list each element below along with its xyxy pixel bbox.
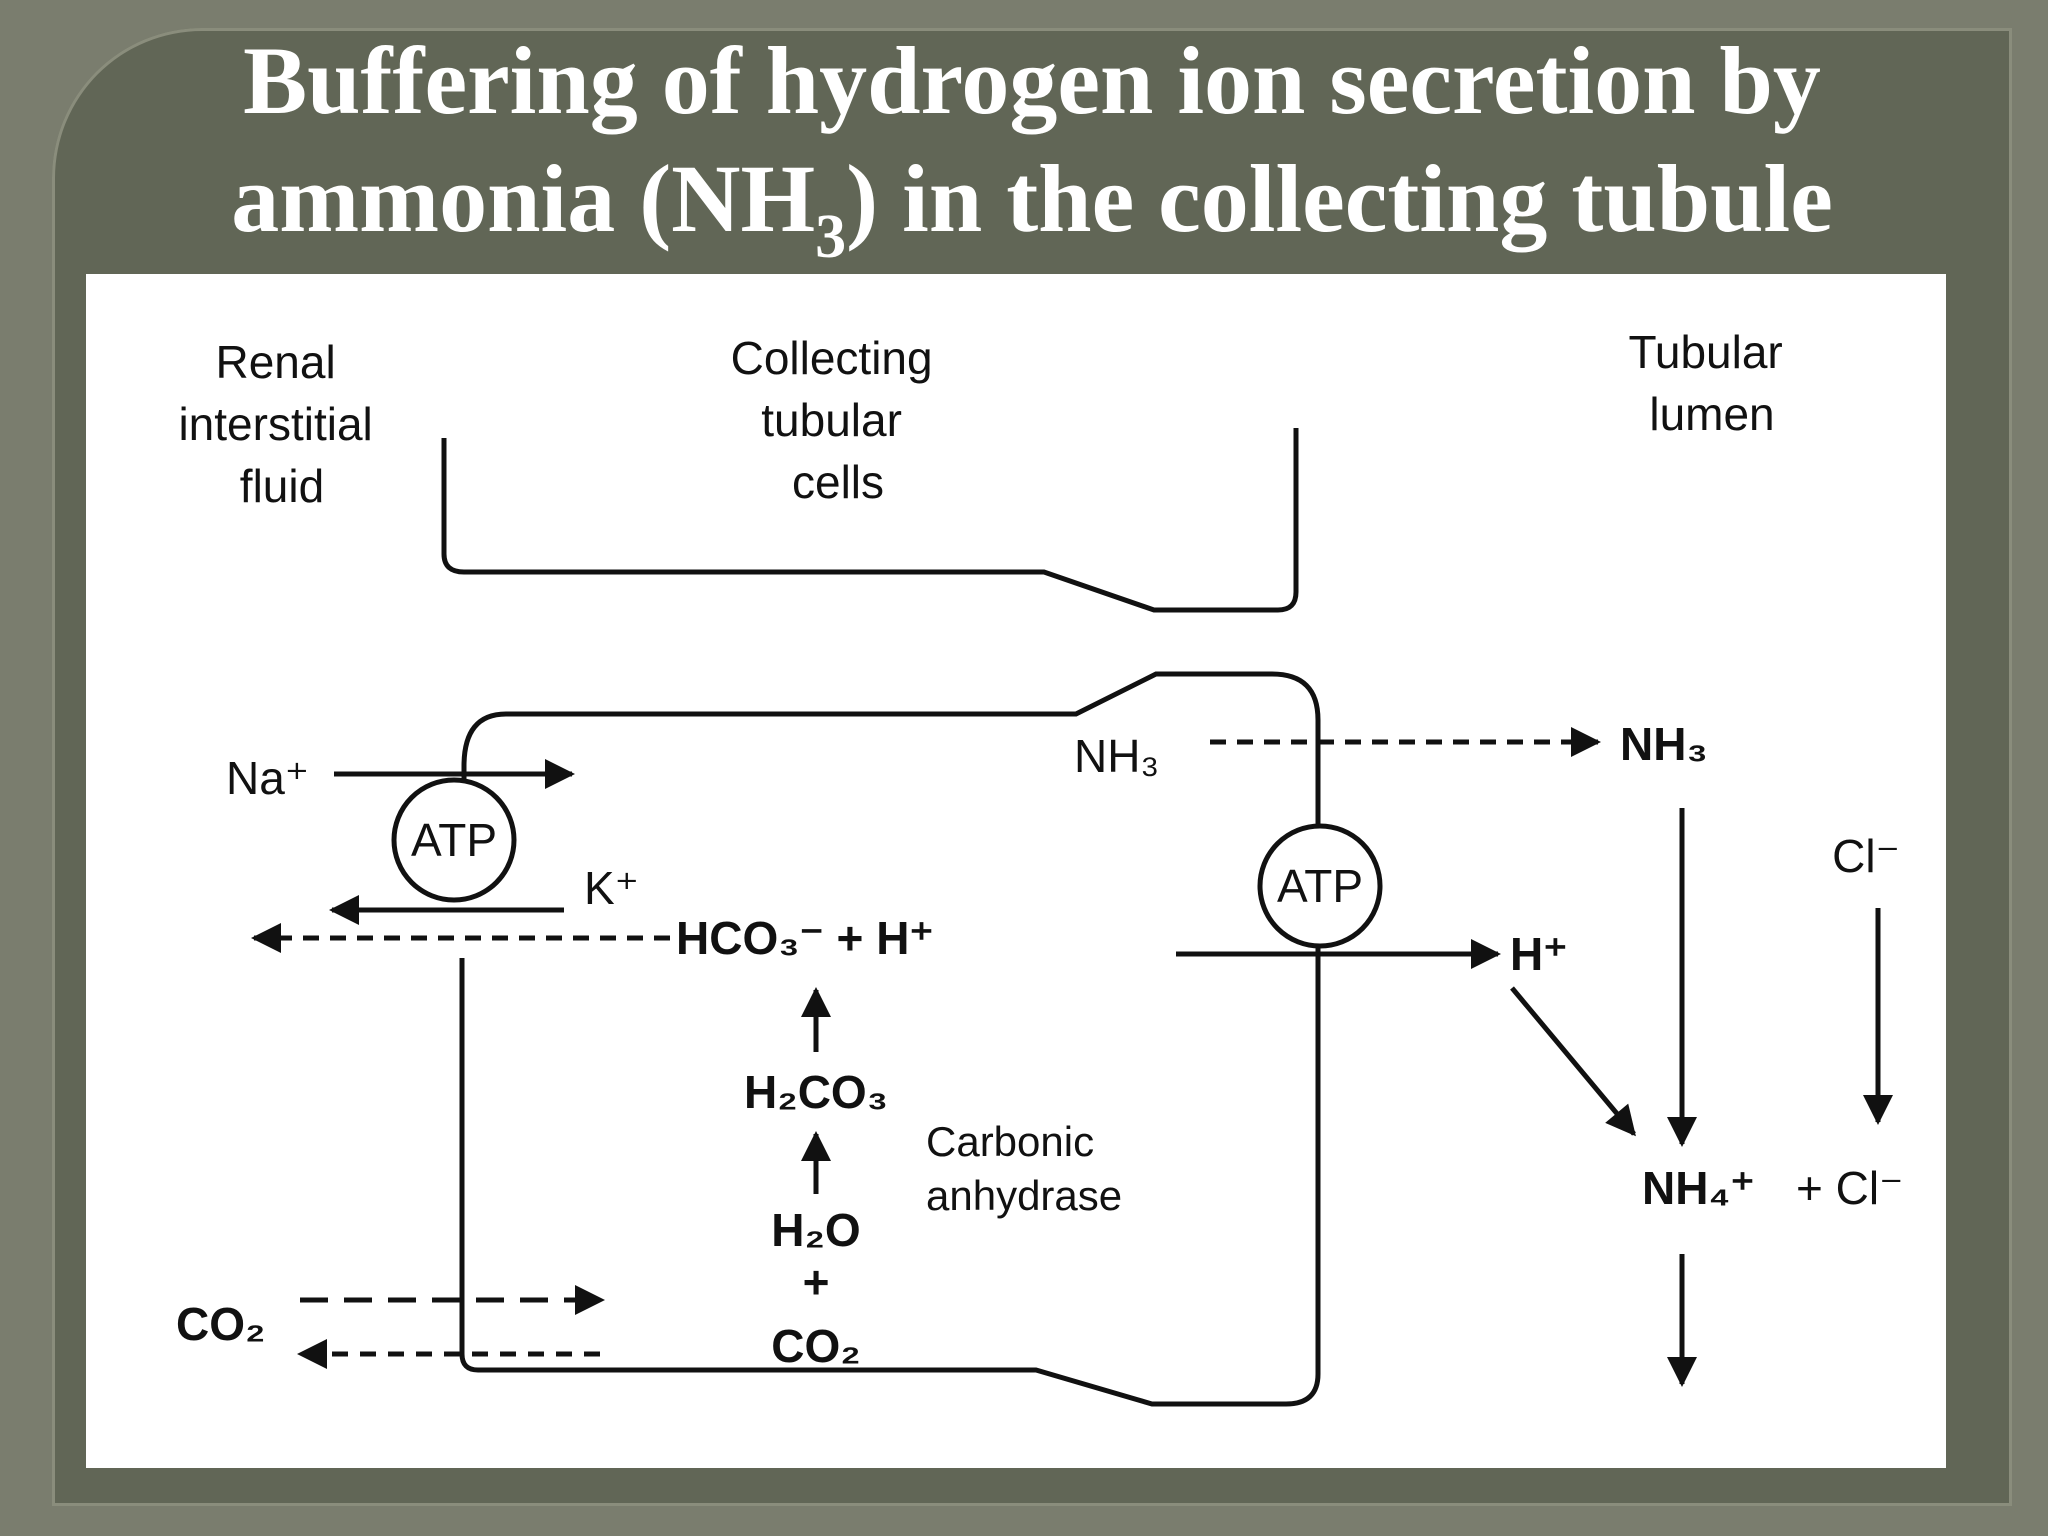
title-line-1: Buffering of hydrogen ion secretion by [243,27,1821,134]
atp-left-label: ATP [411,814,497,866]
interstitial-label: Renal interstitial fluid [178,336,385,512]
upper-cell-outline [441,428,1299,613]
lumen-hydrogen-label: H⁺ [1510,928,1568,980]
atp-pump-right [1257,823,1383,949]
cells-label-line-1: Collecting [731,332,933,384]
main-cell-outline [459,671,1321,1407]
carbonic-acid-label: H₂CO₃ [744,1066,888,1118]
cells-label-line-2: tubular [761,394,902,446]
lumen-label: Tubular lumen [1628,326,1795,440]
lumen-chloride-label: Cl⁻ [1832,830,1900,882]
interstitial-label-line-3: fluid [240,460,324,512]
cells-label: Collecting tubular cells [731,332,946,508]
diagram-panel: Renal interstitial fluid Collecting tubu… [86,274,1946,1468]
carbonic-anhydrase-label: Carbonic anhydrase [926,1118,1122,1219]
interstitial-label-line-2: interstitial [178,398,372,450]
tubule-diagram: Renal interstitial fluid Collecting tubu… [176,326,1903,1407]
hydrogen-diagonal-arrow [1510,986,1636,1137]
ammonium-label: NH₄⁺ [1642,1162,1755,1214]
lumen-label-line-1: Tubular [1628,326,1782,378]
cell-co2-label: CO₂ [771,1320,860,1372]
enzyme-line-2: anhydrase [926,1172,1122,1219]
atp-pump-left [391,777,517,903]
enzyme-line-1: Carbonic [926,1118,1094,1165]
title-subscript: 3 [815,203,847,271]
na-ion-label: Na⁺ [226,752,309,804]
lumen-nh3-label: NH₃ [1620,718,1708,770]
cell-nh3-label: NH₃ [1074,730,1159,782]
plus-sign: + [803,1256,830,1308]
interstitial-co2-label: CO₂ [176,1298,265,1350]
title-line-2-end: ) in the collecting tubule [846,145,1833,252]
cells-label-line-3: cells [792,456,884,508]
plus-chloride-label: + Cl⁻ [1796,1162,1903,1214]
slide-title: Buffering of hydrogen ion secretion by a… [52,22,2012,268]
water-label: H₂O [771,1204,860,1256]
title-line-2-start: ammonia (NH [231,145,816,252]
atp-right-label: ATP [1277,860,1363,912]
interstitial-label-line-1: Renal [216,336,336,388]
lumen-label-line-2: lumen [1649,388,1774,440]
k-ion-label: K⁺ [584,862,639,914]
bicarbonate-hydrogen-label: HCO₃⁻ + H⁺ [676,912,934,964]
